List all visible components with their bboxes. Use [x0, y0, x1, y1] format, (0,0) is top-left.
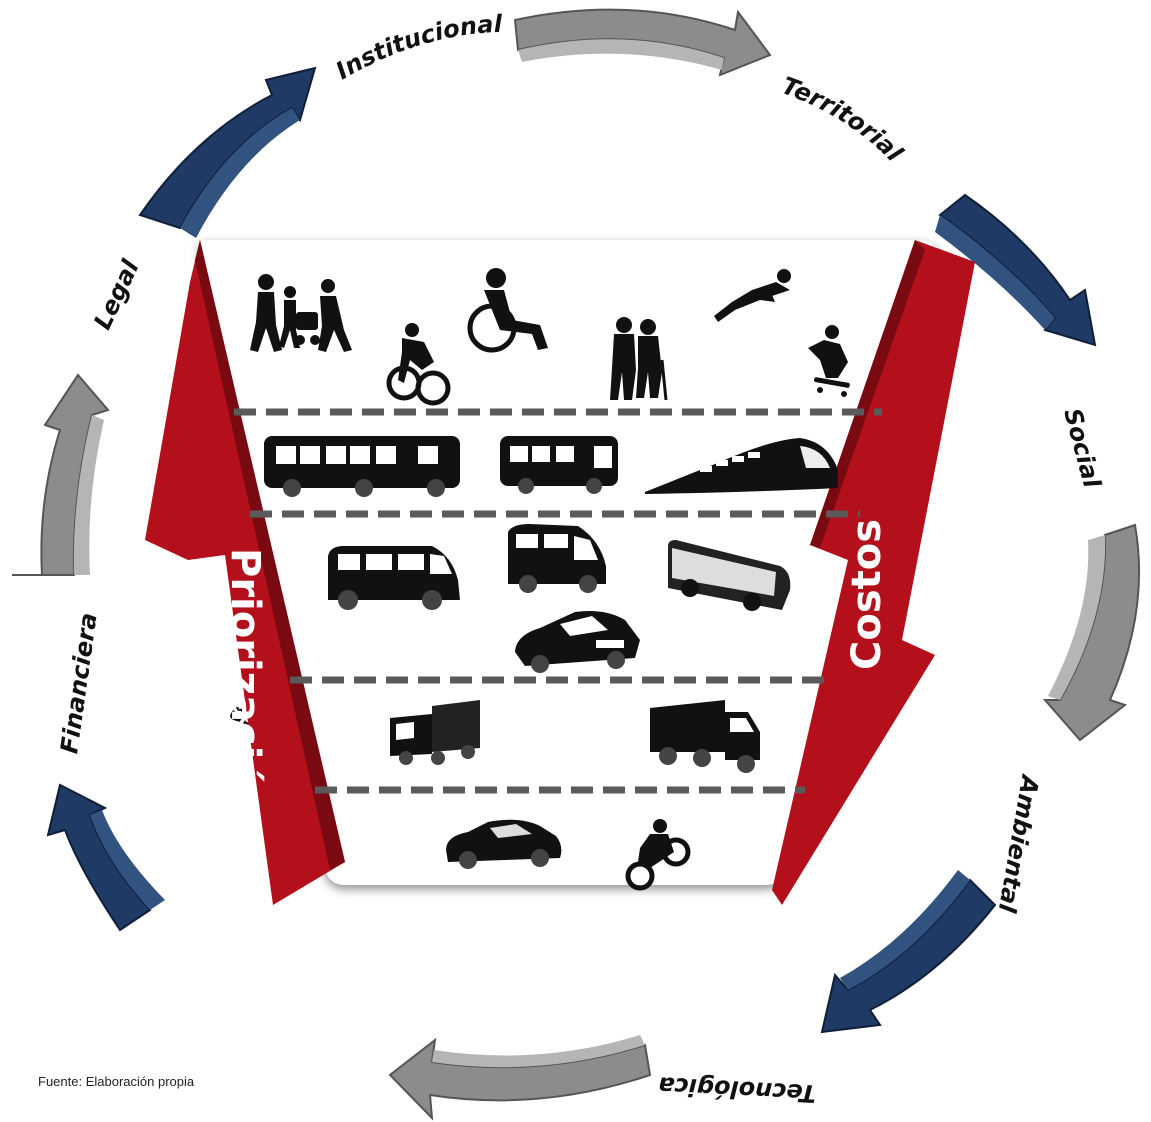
label-tecnologica: Tecnológica [657, 1071, 816, 1107]
coach-bus-icon [668, 540, 791, 611]
tier-non-motorized [250, 268, 850, 406]
priorizacion-label: Priorización [222, 548, 268, 815]
arrow-territorial-to-social [935, 193, 1097, 347]
label-financiera: Financiera [55, 611, 102, 755]
arrow-legal-to-institucional [138, 66, 317, 238]
arrow-social-to-ambiental [1042, 523, 1141, 742]
tier-separators [234, 408, 882, 794]
tier-mass-transit [264, 436, 838, 497]
minibus-icon [508, 524, 606, 593]
skateboarder-icon [808, 325, 850, 397]
label-ambiental: Ambiental [992, 772, 1044, 916]
taxi-icon [515, 611, 640, 673]
pedestrians-icon [250, 274, 352, 352]
skater-icon [714, 269, 791, 322]
bus-icon [500, 436, 618, 494]
wheelchair-user-icon [467, 268, 548, 353]
large-truck-icon [650, 700, 760, 773]
small-truck-icon [390, 700, 480, 765]
train-icon [645, 438, 838, 494]
label-institucional: Institucional [331, 10, 503, 85]
car-icon [446, 819, 562, 869]
ring-arrows [12, 8, 1141, 1121]
arrow-economica-to-financiera [46, 783, 165, 932]
label-social: Social [1058, 405, 1106, 491]
elderly-couple-icon [610, 317, 668, 401]
motorcycle-icon [625, 819, 691, 891]
tier-private-vehicles [446, 819, 691, 891]
arrow-ambiental-to-tecnologica [820, 870, 997, 1034]
van-icon [328, 546, 460, 610]
arrow-institucional-to-territorial [513, 8, 772, 77]
tier-freight [390, 700, 760, 773]
source-note: Fuente: Elaboración propia [38, 1074, 195, 1089]
label-territorial: Territorial [778, 71, 909, 167]
costos-arrow: Costos [772, 240, 975, 905]
tier-public-transport [328, 524, 791, 673]
arrow-financiera-to-legal [12, 373, 110, 576]
arrow-tecnologica-to-economica [388, 1035, 652, 1121]
articulated-bus-icon [264, 436, 460, 497]
cyclist-icon [386, 323, 451, 406]
costos-label: Costos [844, 519, 890, 670]
priorizacion-arrow: Priorización [145, 240, 345, 905]
label-legal: Legal [88, 255, 145, 334]
